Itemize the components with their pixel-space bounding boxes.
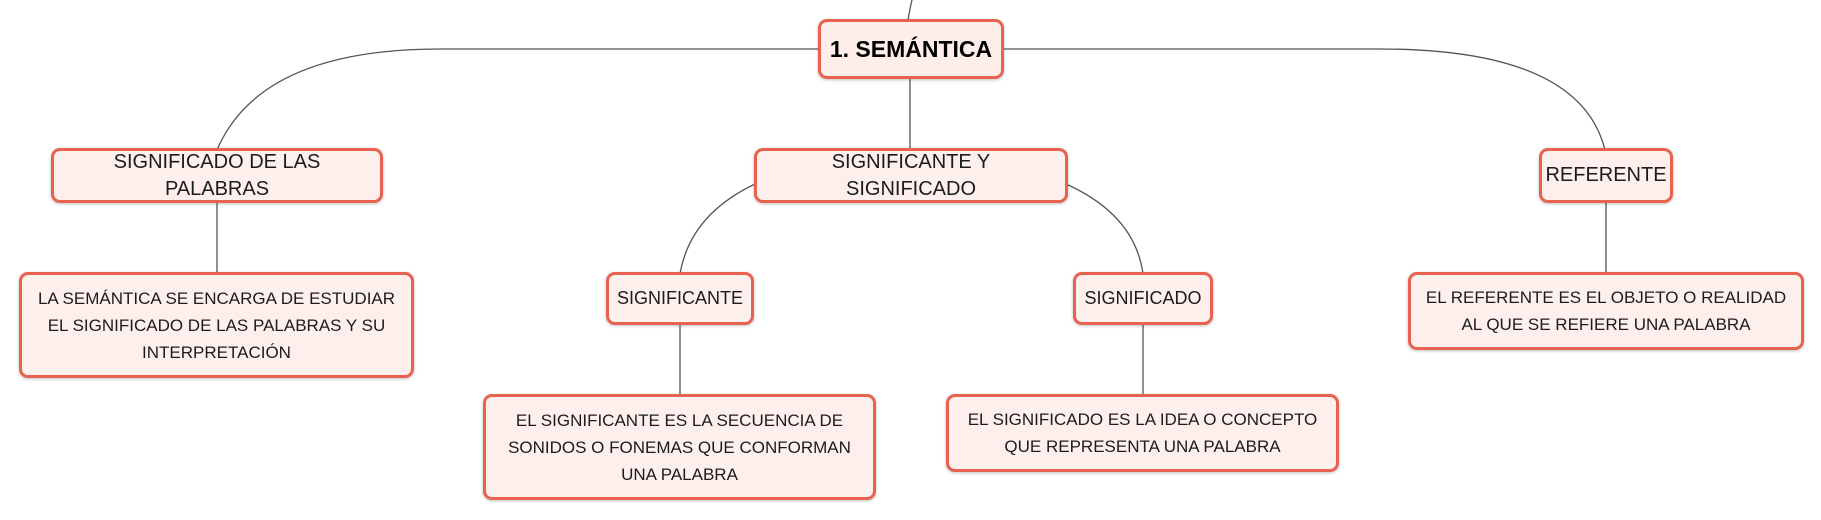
node-significante-significado[interactable]: SIGNIFICANTE Y SIGNIFICADO [754, 148, 1068, 203]
node-significado-label: SIGNIFICADO [1084, 288, 1202, 308]
node-significante-label: SIGNIFICANTE [617, 288, 744, 308]
root-label: 1. SEMÁNTICA [829, 35, 993, 62]
connector-root-referente [1004, 48, 1606, 151]
connector-significado [1065, 183, 1144, 275]
node-referente[interactable]: REFERENTE [1539, 148, 1673, 203]
node-significante-desc-text: EL SIGNIFICANTE ES LA SECUENCIA DE SONID… [508, 410, 851, 484]
node-significado-desc[interactable]: EL SIGNIFICADO ES LA IDEA O CONCEPTO QUE… [946, 394, 1339, 472]
node-significante-significado-label: SIGNIFICANTE Y SIGNIFICADO [831, 150, 991, 200]
node-significado-palabras[interactable]: SIGNIFICADO DE LAS PALABRAS [51, 148, 383, 203]
node-significado-desc-text: EL SIGNIFICADO ES LA IDEA O CONCEPTO QUE… [967, 410, 1318, 456]
node-significado[interactable]: SIGNIFICADO [1073, 272, 1213, 325]
root-node[interactable]: 1. SEMÁNTICA [818, 19, 1004, 79]
node-referente-desc[interactable]: EL REFERENTE ES EL OBJETO O REALIDAD AL … [1408, 272, 1804, 350]
node-significante-desc[interactable]: EL SIGNIFICANTE ES LA SECUENCIA DE SONID… [483, 394, 876, 500]
node-significado-palabras-label: SIGNIFICADO DE LAS PALABRAS [113, 150, 321, 200]
node-significante[interactable]: SIGNIFICANTE [606, 272, 754, 325]
node-significado-palabras-desc[interactable]: LA SEMÁNTICA SE ENCARGA DE ESTUDIAR EL S… [19, 272, 414, 378]
node-significado-palabras-desc-text: LA SEMÁNTICA SE ENCARGA DE ESTUDIAR EL S… [37, 288, 396, 362]
node-referente-desc-text: EL REFERENTE ES EL OBJETO O REALIDAD AL … [1425, 288, 1787, 334]
connector-significante [679, 183, 756, 275]
node-referente-label: REFERENTE [1545, 164, 1667, 186]
connector-root-significado-palabras [216, 48, 818, 151]
connector-parent [907, 0, 913, 21]
